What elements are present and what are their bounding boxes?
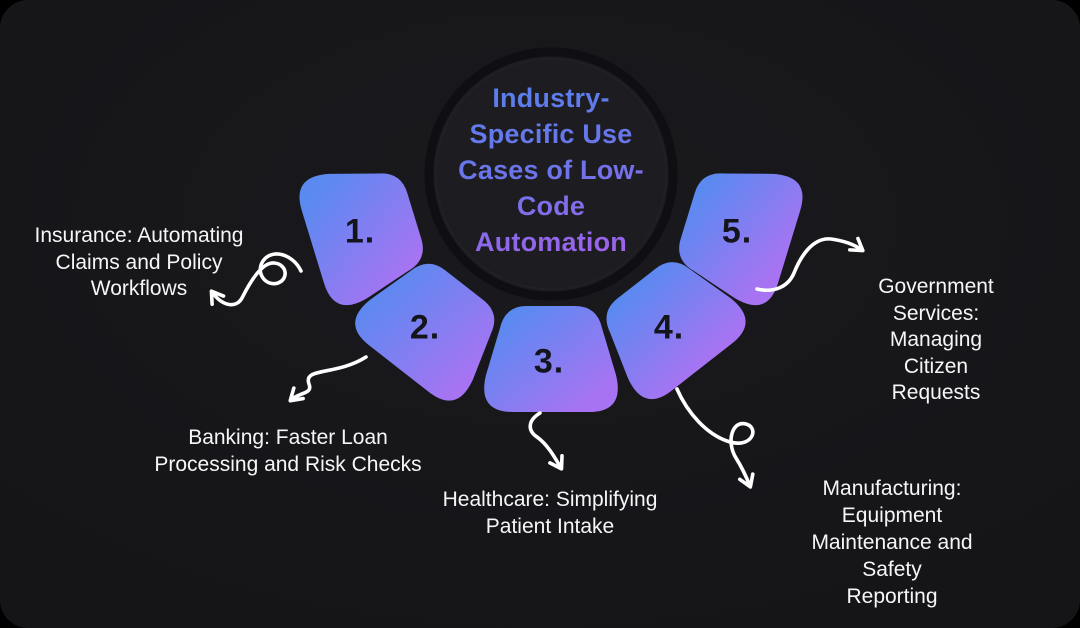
arrow-to-manufacturing <box>675 387 755 489</box>
petal-4-shape <box>606 262 746 399</box>
petal-1-number: 1. <box>344 212 376 251</box>
government-label: Government Services: Managing Citizen Re… <box>878 275 994 404</box>
manufacturing-label: Manufacturing: Equipment Maintenance and… <box>811 477 973 608</box>
center-circle <box>424 47 678 301</box>
petal-5-number: 5. <box>721 212 753 251</box>
petal-fan <box>299 173 803 412</box>
petal-5-shape <box>679 173 803 306</box>
petal-3-number: 3. <box>533 342 565 381</box>
center-title: Industry- Specific Use Cases of Low- Cod… <box>406 80 696 260</box>
petal-2-shape <box>355 263 495 401</box>
center-circle-inner-ring <box>435 58 667 290</box>
healthcare-label: Healthcare: Simplifying Patient Intake <box>442 488 658 538</box>
banking-label: Banking: Faster Loan Processing and Risk… <box>154 426 422 476</box>
arrow-to-government <box>755 236 865 292</box>
petal-4-number: 4. <box>653 308 685 347</box>
petal-2-number: 2. <box>409 308 441 347</box>
arrow-to-healthcare <box>528 411 564 471</box>
arrow-group <box>209 236 865 489</box>
insurance-label: Insurance: Automating Claims and Policy … <box>34 224 244 300</box>
petal-3-shape <box>484 306 618 412</box>
arrow-to-insurance <box>209 252 303 307</box>
arrow-to-banking <box>288 355 368 403</box>
petal-1-shape <box>299 173 423 306</box>
